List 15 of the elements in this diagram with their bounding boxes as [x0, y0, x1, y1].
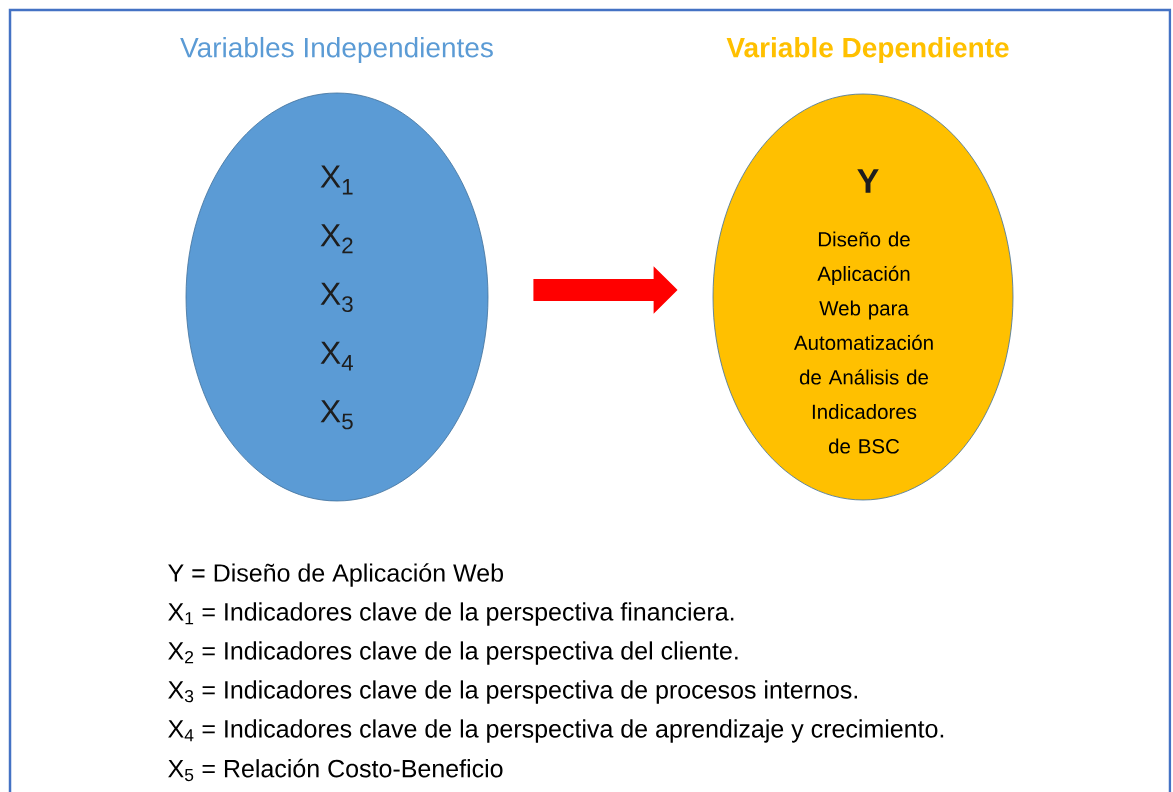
variable-symbol: Y [857, 169, 879, 193]
variable-symbol: X$_{1}$ [320, 165, 353, 195]
heading: Variable Dependiente [726, 36, 1009, 64]
legend-line: X$_{5}$ = Relación Costo-Beneficio [168, 758, 503, 782]
legend-line: X$_{2}$ = Indicadores clave de la perspectiva del cliente. [168, 641, 738, 665]
variable-symbol: X$_{4}$ [320, 341, 353, 371]
variable-symbol: X$_{2}$ [320, 224, 353, 254]
legend-line: X$_{3}$ = Indicadores clave de la perspectiva de procesos internos. [168, 680, 857, 704]
description: Diseño de Aplicación Web para Automatización de Análisis de Indicadores de BSC [793, 231, 933, 454]
legend-line: X$_{4}$ = Indicadores clave de la perspectiva de aprendizaje y crecimiento. [168, 719, 944, 743]
variable-symbol: X$_{5}$ [320, 400, 353, 430]
legend-line: Y = Diseño de Aplicación Web [168, 563, 503, 587]
variable-symbol: X$_{3}$ [320, 282, 353, 313]
heading: Variables Independientes [180, 36, 493, 64]
legend-line: X$_{1}$ = Indicadores clave de la perspectiva financiera. [168, 602, 734, 626]
